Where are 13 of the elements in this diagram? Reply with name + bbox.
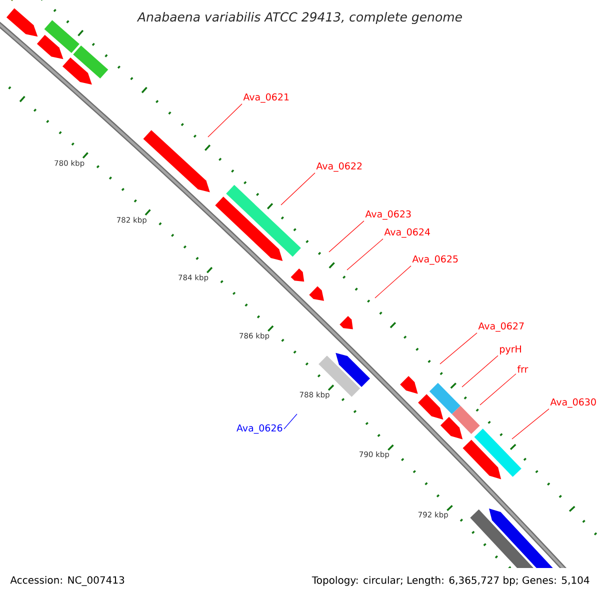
gene-label: Ava_0624 [384, 228, 430, 238]
gene-label: Ava_0626 [236, 424, 282, 434]
title: Anabaena variabilis ATCC 29413, complete genome [136, 12, 462, 24]
gene-label: pyrH [500, 346, 521, 354]
gene-label: Ava_0623 [365, 210, 411, 220]
gene-label: Ava_0621 [243, 93, 289, 103]
gene-label: Ava_0622 [316, 162, 362, 172]
genome-info-text: Topology: circular; Length: 6,365,727 bp; Genes: 5,104 [312, 576, 590, 586]
gene-label: Ava_0630 [550, 398, 596, 408]
accession-text: Accession: NC_007413 [10, 576, 124, 586]
gene-label: Ava_0627 [478, 322, 524, 332]
gene-label: frr [517, 365, 528, 373]
gene-label: Ava_0625 [412, 255, 458, 265]
